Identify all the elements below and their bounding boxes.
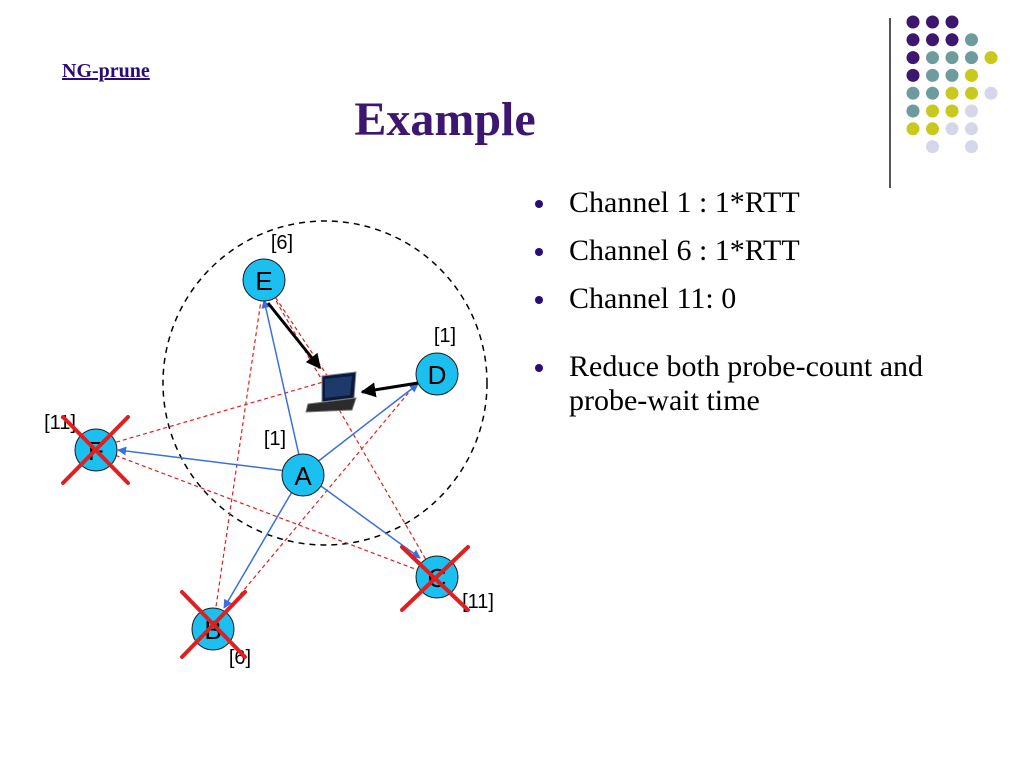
network-diagram: E D A F C B [6] [1] [1] [11] [11] [6]	[44, 220, 494, 669]
decorative-dot	[906, 33, 920, 47]
bullet-item: Channel 6 : 1*RTT	[535, 234, 995, 268]
decorative-dot	[926, 104, 939, 118]
decorative-dot	[984, 86, 998, 100]
bullet-item: Reduce both probe-count and probe-wait t…	[535, 350, 995, 418]
bullet-item: Channel 1 : 1*RTT	[535, 186, 995, 220]
decorative-dot	[965, 104, 978, 118]
pruned-cross-c	[400, 545, 470, 612]
decorative-dot	[906, 122, 920, 136]
divider-line	[889, 18, 891, 188]
channel-label-f: [11]	[44, 412, 76, 434]
decorative-dot	[906, 51, 920, 65]
decorative-dot	[965, 86, 978, 100]
decorative-dot	[945, 51, 959, 65]
decorative-dot	[984, 51, 998, 65]
laptop-icon	[305, 371, 357, 413]
bullet-item: Channel 11: 0	[535, 282, 995, 316]
channel-label-e: [6]	[271, 232, 293, 254]
decorative-dot	[945, 33, 959, 47]
black-arrows	[266, 302, 419, 398]
node-d: D	[415, 352, 459, 396]
decorative-dot	[965, 33, 978, 47]
decorative-dot	[906, 15, 920, 29]
decorative-dot	[965, 122, 978, 136]
decorative-dot	[965, 68, 978, 82]
decorative-dot	[926, 33, 939, 47]
decorative-dot	[945, 15, 959, 29]
pruned-cross-b	[180, 590, 247, 659]
decorative-dot	[965, 140, 978, 154]
decorative-dot	[926, 68, 939, 82]
channel-label-d: [1]	[434, 325, 456, 347]
decorative-dot	[906, 104, 920, 118]
decorative-dot	[945, 86, 959, 100]
svg-text:E: E	[255, 266, 272, 296]
channel-label-c: [11]	[462, 591, 494, 613]
decorative-dot	[965, 51, 978, 65]
decorative-dot	[906, 86, 920, 100]
node-e: E	[242, 258, 286, 302]
decorative-dot	[945, 122, 959, 136]
decorative-dot	[926, 86, 939, 100]
pruned-cross-f	[61, 415, 130, 485]
decorative-dot	[945, 104, 959, 118]
range-circle	[162, 220, 488, 546]
decorative-dot-grid	[906, 15, 998, 154]
decorative-dot	[945, 68, 959, 82]
decorative-dot	[926, 51, 939, 65]
decorative-dot	[926, 122, 939, 136]
decorative-dot	[926, 15, 939, 29]
decorative-dot	[926, 140, 939, 154]
node-a: A	[281, 453, 325, 497]
slide-title: Example	[354, 93, 536, 146]
svg-text:A: A	[294, 461, 312, 491]
bullet-list: Channel 1 : 1*RTT Channel 6 : 1*RTT Chan…	[535, 186, 995, 432]
section-link[interactable]: NG-prune	[62, 60, 150, 82]
svg-text:D: D	[428, 360, 447, 390]
decorative-dot	[906, 68, 920, 82]
node-b: B	[191, 607, 235, 651]
channel-label-a: [1]	[264, 428, 286, 450]
channel-label-b: [6]	[229, 647, 251, 669]
blue-links	[117, 299, 421, 609]
